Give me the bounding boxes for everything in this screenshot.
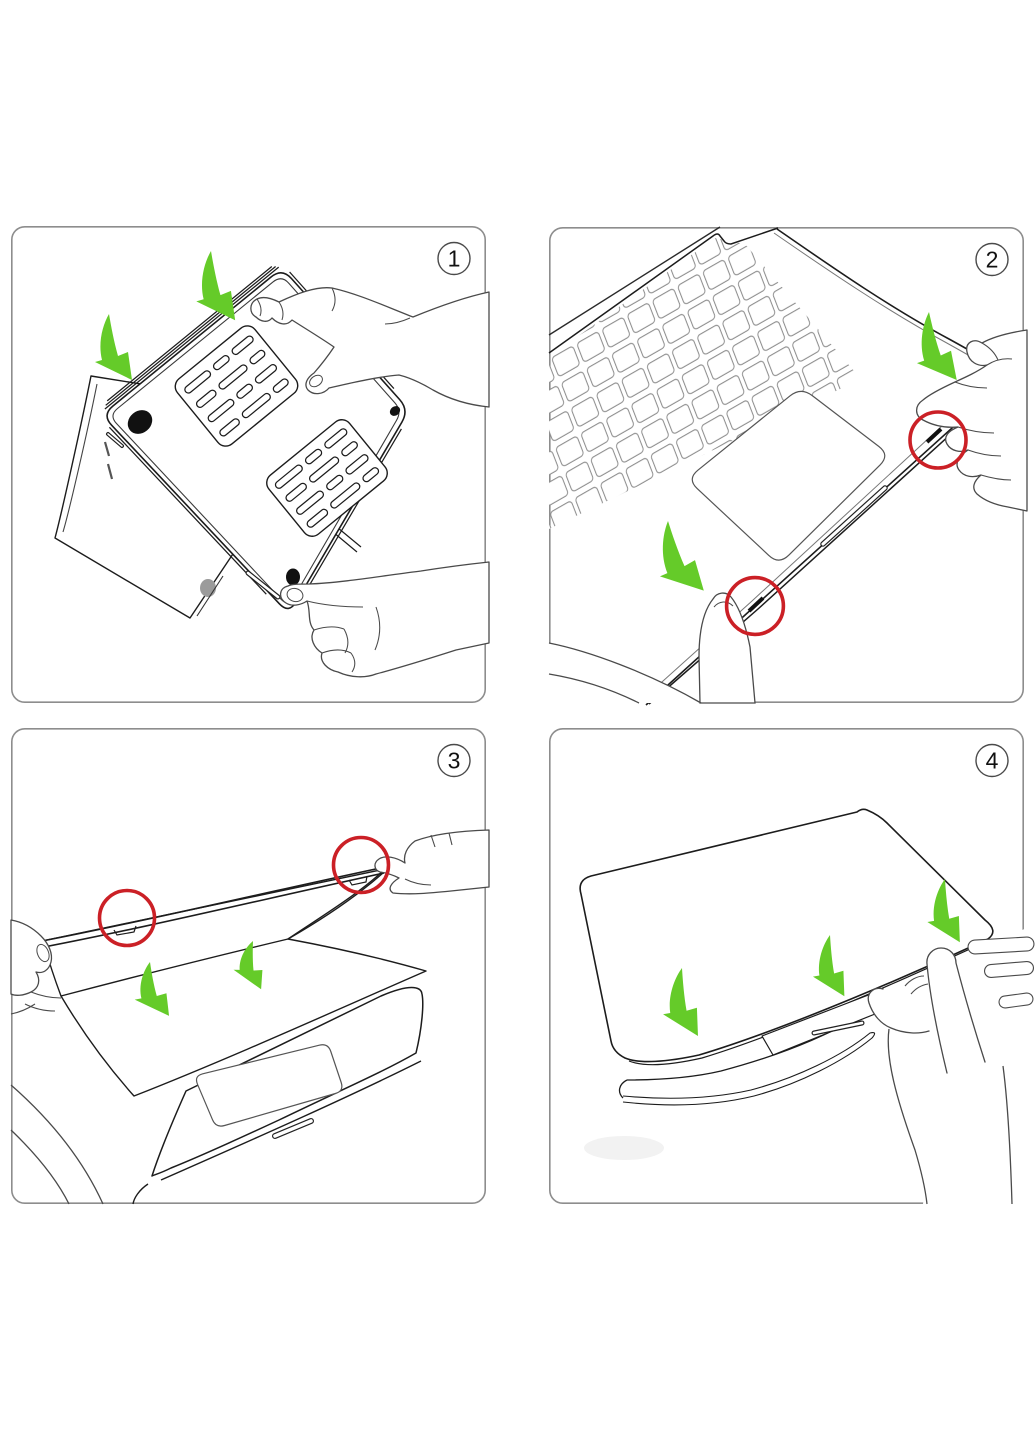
svg-text:3: 3 xyxy=(448,748,461,774)
svg-text:1: 1 xyxy=(448,246,461,272)
svg-text:4: 4 xyxy=(986,748,999,774)
svg-text:2: 2 xyxy=(986,247,999,273)
